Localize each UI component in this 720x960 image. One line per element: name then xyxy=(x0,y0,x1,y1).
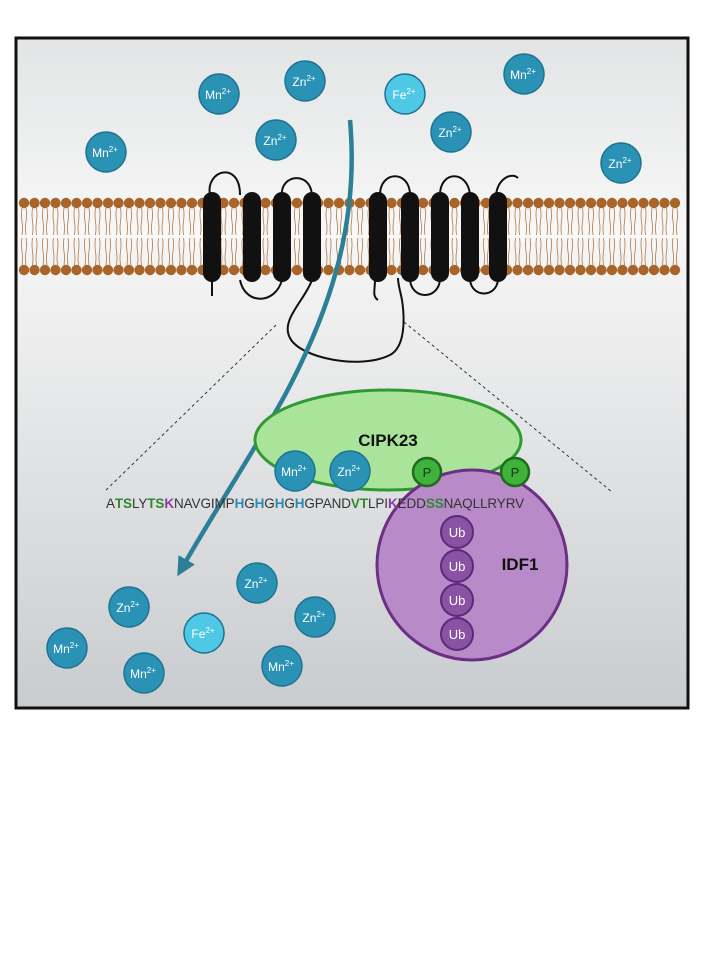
ubiquitin: Ub xyxy=(440,549,474,583)
phosphate-group: P xyxy=(499,456,531,488)
svg-text:P: P xyxy=(423,465,432,480)
ubiquitin-chain: Ub Ub Ub Ub xyxy=(440,515,474,651)
cytosolic-ions: Zn2+ Mn2+ Fe2+ Zn2+ Zn2+ Mn2+ Mn2+ xyxy=(46,562,336,694)
manganese-ion: Mn2+ xyxy=(123,652,165,694)
svg-text:Ub: Ub xyxy=(449,593,466,608)
iron-ion: Fe2+ xyxy=(384,73,426,115)
loop-amino-acid-sequence: ATSLYTSKNAVGIMPHGHGHGHGPANDVTLPIKEDDSSNA… xyxy=(106,496,524,511)
zoom-guide-left xyxy=(103,324,277,493)
transmembrane-helix xyxy=(243,192,261,282)
zinc-ion: Zn2+ xyxy=(294,596,336,638)
manganese-ion: Mn2+ xyxy=(503,53,545,95)
transmembrane-helix xyxy=(489,192,507,282)
cipk23-kinase xyxy=(253,388,523,492)
transmembrane-helix xyxy=(203,192,221,282)
manganese-ion: Mn2+ xyxy=(198,73,240,115)
ubiquitin: Ub xyxy=(440,617,474,651)
ion-transport-arrow xyxy=(177,119,354,577)
svg-text:P: P xyxy=(511,465,520,480)
manganese-ion: Mn2+ xyxy=(85,131,127,173)
svg-text:Ub: Ub xyxy=(449,525,466,540)
manganese-ion: Mn2+ xyxy=(46,627,88,669)
svg-text:Ub: Ub xyxy=(449,559,466,574)
phosphate-group: P xyxy=(411,456,443,488)
transmembrane-helix xyxy=(273,192,291,282)
svg-text:Ub: Ub xyxy=(449,627,466,642)
transporter-loops xyxy=(208,171,519,363)
manganese-ion: Mn2+ xyxy=(274,450,316,492)
transmembrane-helix xyxy=(401,192,419,282)
zinc-ion: Zn2+ xyxy=(430,111,472,153)
zinc-ion: Zn2+ xyxy=(329,450,371,492)
zinc-ion: Zn2+ xyxy=(236,562,278,604)
transmembrane-helix xyxy=(431,192,449,282)
zinc-ion: Zn2+ xyxy=(600,142,642,184)
ubiquitin: Ub xyxy=(440,583,474,617)
iron-ion: Fe2+ xyxy=(183,612,225,654)
transmembrane-helix xyxy=(461,192,479,282)
extracellular-ions: Mn2+Zn2+Fe2+Mn2+Mn2+Zn2+Zn2+Zn2+ xyxy=(85,53,642,184)
zoom-guide-right xyxy=(403,321,613,493)
zinc-ion: Zn2+ xyxy=(255,119,297,161)
zinc-ion: Zn2+ xyxy=(108,586,150,628)
manganese-ion: Mn2+ xyxy=(261,645,303,687)
ubiquitin: Ub xyxy=(440,515,474,549)
zinc-ion: Zn2+ xyxy=(284,60,326,102)
transmembrane-helix xyxy=(303,192,321,282)
transmembrane-helices xyxy=(203,192,507,282)
idf1-label: IDF1 xyxy=(502,555,539,574)
transmembrane-helix xyxy=(369,192,387,282)
figure-frame xyxy=(14,36,690,710)
cipk23-label: CIPK23 xyxy=(358,431,418,450)
bound-ions: Mn2+ Zn2+ xyxy=(274,450,371,492)
